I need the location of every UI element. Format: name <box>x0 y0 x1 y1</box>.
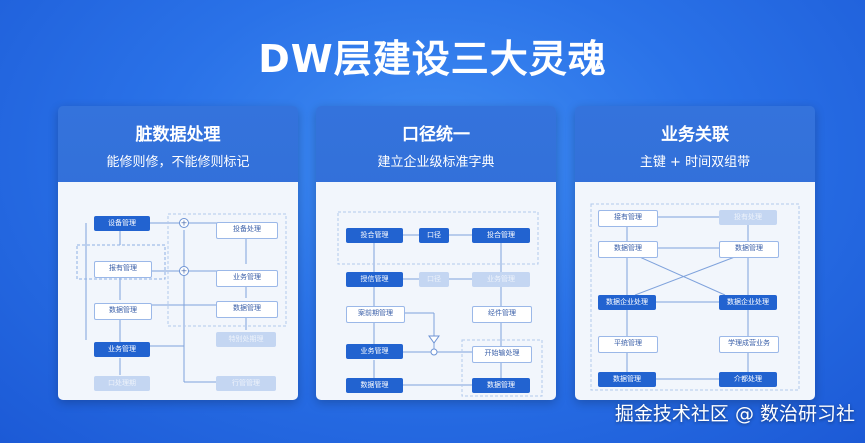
flow-node: 案前期管理 <box>346 306 405 323</box>
flow-node: 口径 <box>419 272 449 287</box>
flow-node: 投合管理 <box>472 228 530 243</box>
flow-node: 数据管理 <box>94 303 152 320</box>
flow-node: 口径 <box>419 228 449 243</box>
watermark: 掘金技术社区 @ 数治研习社 <box>614 403 855 425</box>
flow-node: 经件管理 <box>472 306 532 323</box>
flow-node: 平统管理 <box>598 336 658 353</box>
plus-glyph: + <box>181 219 188 228</box>
card-subtitle: 主键 + 时间双组带 <box>639 155 751 170</box>
junction-plus-icon <box>179 218 189 228</box>
flow-node: 数据管理 <box>598 372 656 387</box>
card-subtitle: 能修则修，不能修则标记 <box>106 155 250 170</box>
flow-node: 行管管理 <box>216 376 276 391</box>
card-title: 口径统一 <box>402 125 470 145</box>
connector-lines <box>590 203 800 391</box>
dashed-group <box>590 203 800 391</box>
card-business-link: 业务关联 主键 + 时间双组带 接有管理 投有处理 <box>575 106 815 400</box>
flow-diagram: + + 设备管理 投备处理 报有管理 业务管理 数据管理 数据管理 业务管理 特… <box>58 182 298 400</box>
card-caliber-unify: 口径统一 建立企业级标准字典 <box>316 106 556 400</box>
flow-node: 投合管理 <box>346 228 403 243</box>
flow-node: 投备处理 <box>216 222 278 239</box>
flow-node: 业务管理 <box>94 342 150 357</box>
page-title: DW层建设三大灵魂 <box>258 37 607 81</box>
card-title: 脏数据处理 <box>135 125 221 145</box>
flow-node: 开始输处理 <box>472 346 532 363</box>
flow-node: 接有管理 <box>598 210 658 227</box>
flow-diagram: 接有管理 投有处理 数据管理 数据管理 数据企业处理 数据企业处理 平统管理 学… <box>575 182 815 400</box>
connector-lines: + + <box>76 213 287 383</box>
flow-node: 学理成营业务 <box>719 336 779 353</box>
flow-node: 授信管理 <box>346 272 403 287</box>
flow-node: 数据管理 <box>346 378 403 393</box>
flow-node: 报有管理 <box>94 261 152 278</box>
flow-node: 介都处理 <box>719 372 777 387</box>
junction-dot-icon <box>430 348 438 356</box>
flow-diagram: 投合管理 口径 投合管理 授信管理 口径 业务管理 案前期管理 经件管理 业务管… <box>316 182 556 400</box>
card-title: 业务关联 <box>661 125 729 145</box>
dashed-group <box>461 339 543 397</box>
flow-node: 数据管理 <box>598 241 658 258</box>
merge-triangle-icon <box>428 335 440 344</box>
flow-node: 数据管理 <box>216 301 278 318</box>
flow-node: 口处理期 <box>94 376 150 391</box>
flow-node: 业务管理 <box>346 344 403 359</box>
plus-glyph: + <box>181 267 188 276</box>
card-subtitle: 建立企业级标准字典 <box>377 155 495 170</box>
flow-node: 数据管理 <box>719 241 779 258</box>
flow-node: 设备管理 <box>94 216 150 231</box>
connector <box>634 254 741 296</box>
flow-node: 投有处理 <box>719 210 777 225</box>
flow-node: 特别处期理 <box>216 332 276 347</box>
connector <box>634 254 726 296</box>
flow-node: 业务管理 <box>472 272 530 287</box>
dashed-group <box>337 211 539 265</box>
flow-node: 数据企业处理 <box>719 295 777 310</box>
flow-node: 数据企业处理 <box>598 295 656 310</box>
card-dirty-data: 脏数据处理 能修则修，不能修则标记 <box>58 106 298 400</box>
dashed-group <box>76 244 166 280</box>
junction-plus-icon <box>179 266 189 276</box>
flow-node: 数据管理 <box>472 378 530 393</box>
connector-lines <box>337 211 543 397</box>
flow-node: 业务管理 <box>216 270 278 287</box>
